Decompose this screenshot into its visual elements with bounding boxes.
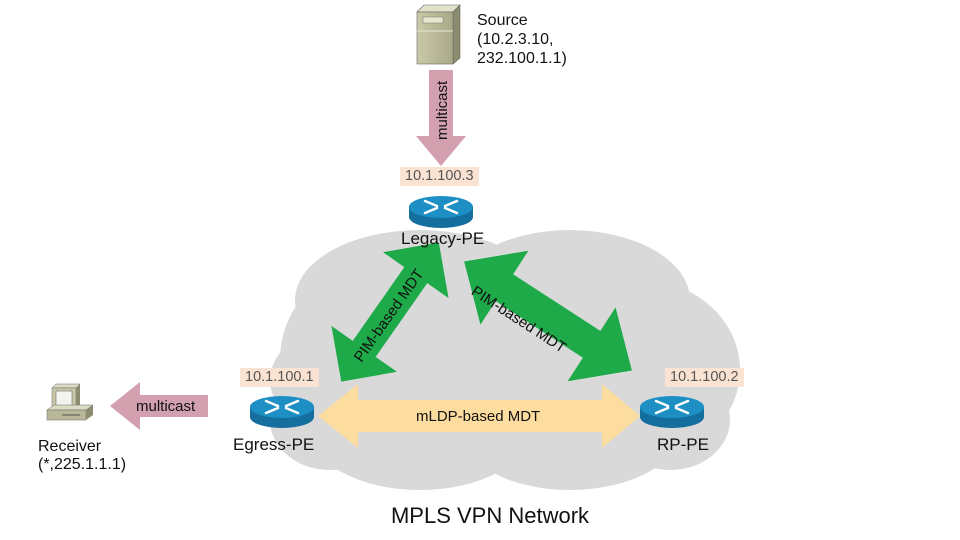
egress-pe-ip-badge: 10.1.100.1 <box>240 368 319 387</box>
workstation-icon <box>46 383 94 421</box>
egress-pe-label: Egress-PE <box>233 435 315 454</box>
pim-mdt-arrow-right <box>464 250 632 382</box>
rp-pe-label: RP-PE <box>657 435 709 454</box>
egress-pe-router-icon <box>250 396 314 428</box>
rp-pe-ip-badge: 10.1.100.2 <box>665 368 744 387</box>
multicast-arrow-left <box>110 382 208 430</box>
multicast-arrow-down <box>416 70 466 166</box>
receiver-label-line1: Receiver <box>38 438 102 455</box>
mldp-mdt-arrow <box>318 384 640 448</box>
legacy-pe-router-icon <box>409 196 473 228</box>
multicast-left-label: multicast <box>136 398 196 415</box>
network-title: MPLS VPN Network <box>390 503 590 528</box>
legacy-pe-label: Legacy-PE <box>401 229 485 248</box>
server-icon <box>416 4 461 65</box>
pim-mdt-arrow-left <box>331 242 449 382</box>
multicast-down-label: multicast <box>434 80 451 140</box>
source-label-line3: 232.100.1.1) <box>477 50 567 67</box>
source-label-line1: Source <box>477 12 528 29</box>
mldp-mdt-label: mLDP-based MDT <box>416 408 541 425</box>
rp-pe-router-icon <box>640 396 704 428</box>
receiver-label-line2: (*,225.1.1.1) <box>38 456 127 473</box>
legacy-pe-ip-badge: 10.1.100.3 <box>400 167 479 186</box>
source-label-line2: (10.2.3.10, <box>477 31 554 48</box>
